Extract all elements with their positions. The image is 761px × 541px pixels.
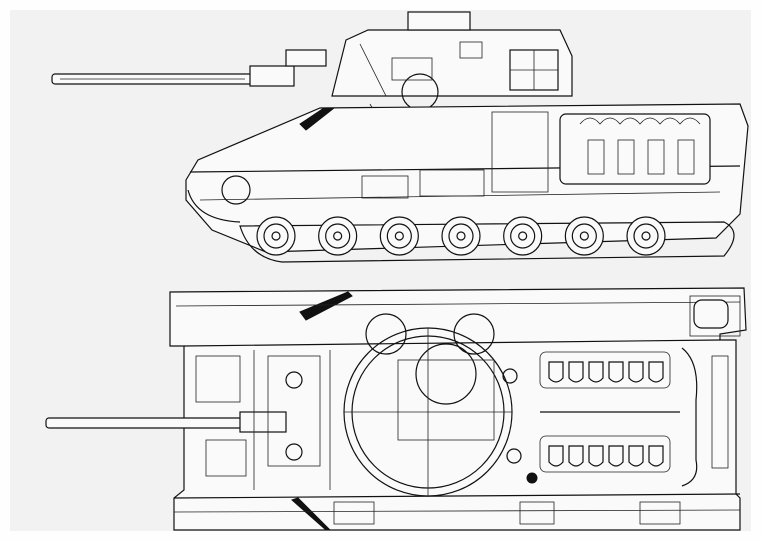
road-wheel (503, 216, 543, 256)
road-wheel (571, 223, 597, 249)
engine-cylinder (608, 361, 624, 383)
plan-hull (169, 287, 747, 531)
turret (331, 11, 573, 123)
engine-cylinder (648, 361, 664, 383)
engine-cylinder (568, 445, 584, 467)
road-wheel (456, 231, 466, 241)
gun-barrel (51, 49, 327, 87)
road-wheel (626, 216, 666, 256)
driver-compartment (195, 350, 331, 490)
engine-banks (539, 351, 680, 473)
road-wheel (386, 223, 412, 249)
engine-cylinder (548, 361, 564, 383)
plan-gun-barrel (45, 411, 287, 433)
engine-cylinder (628, 445, 644, 467)
road-wheel (325, 223, 351, 249)
turret-ring (343, 313, 513, 497)
road-wheel (256, 216, 296, 256)
road-wheel (448, 223, 474, 249)
engine-cylinder (548, 445, 564, 467)
engine-cylinder (608, 445, 624, 467)
road-wheel (510, 223, 536, 249)
road-wheel (379, 216, 419, 256)
engine-cylinder (648, 445, 664, 467)
engine-cylinder (588, 445, 604, 467)
engine-cylinder (568, 361, 584, 383)
road-wheel (564, 216, 604, 256)
engine-cylinder (628, 361, 644, 383)
road-wheel (394, 231, 404, 241)
road-wheel (263, 223, 289, 249)
road-wheel (641, 231, 651, 241)
track (239, 221, 735, 263)
aft-compartment (502, 295, 741, 487)
road-wheel (271, 231, 281, 241)
side-view (51, 11, 749, 263)
plan-view (45, 287, 747, 531)
road-wheels (256, 216, 666, 256)
plan-track-strip (173, 501, 741, 525)
road-wheel (441, 216, 481, 256)
road-wheel (333, 231, 343, 241)
road-wheel (318, 216, 358, 256)
road-wheel (633, 223, 659, 249)
engine-side (559, 113, 711, 185)
engine-cylinder (588, 361, 604, 383)
road-wheel (518, 231, 528, 241)
road-wheel (579, 231, 589, 241)
